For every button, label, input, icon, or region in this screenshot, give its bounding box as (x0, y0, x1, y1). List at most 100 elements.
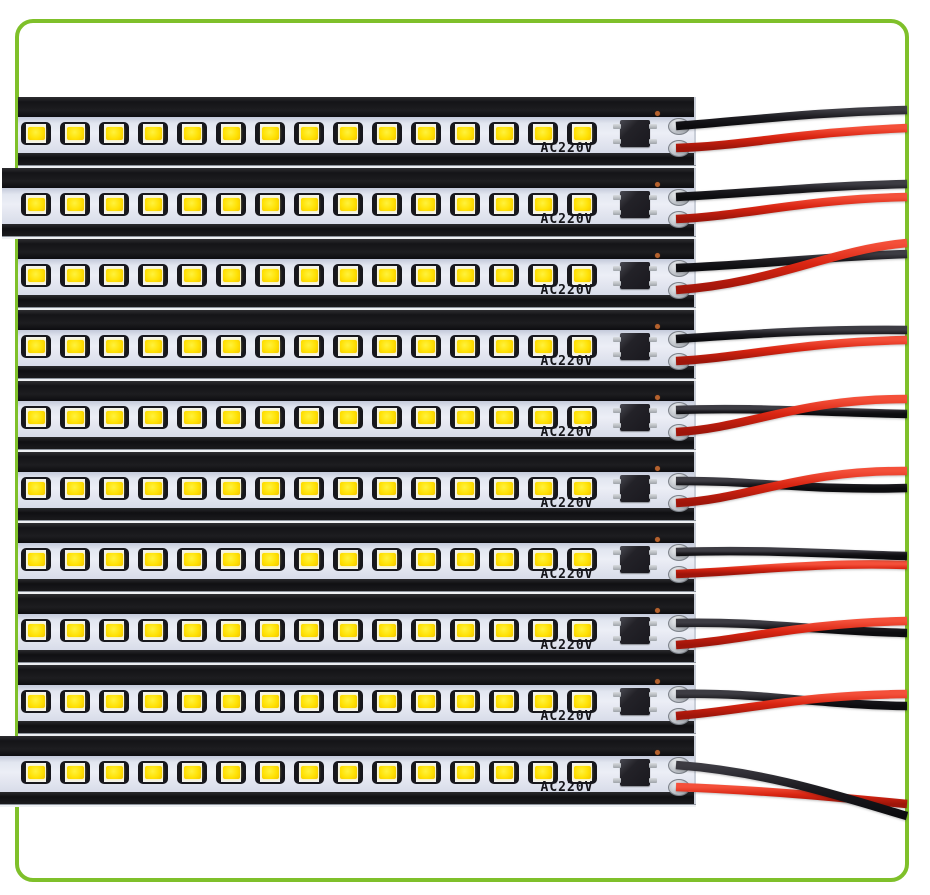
led-phosphor (495, 766, 513, 779)
led-phosphor (105, 624, 123, 637)
led-phosphor (573, 127, 591, 140)
led-phosphor (339, 198, 357, 211)
ic-lead (649, 124, 657, 129)
led-phosphor (573, 482, 591, 495)
power-wire-red (675, 192, 908, 224)
smd-led (528, 690, 558, 713)
smd-led (216, 193, 246, 216)
smd-led (333, 690, 363, 713)
smd-led (255, 122, 285, 145)
smd-led (216, 264, 246, 287)
led-phosphor (66, 411, 84, 424)
ac220v-label: AC220V (540, 496, 594, 511)
led-phosphor (222, 198, 240, 211)
smd-led (372, 406, 402, 429)
smd-led (333, 619, 363, 642)
pcb-black-band-bottom (18, 295, 696, 307)
power-wire-red (675, 782, 908, 809)
led-phosphor (495, 482, 513, 495)
ic-lead (613, 763, 621, 768)
smd-led (294, 122, 324, 145)
smd-led (216, 335, 246, 358)
power-wire-red (675, 616, 908, 650)
smd-led (450, 690, 480, 713)
led-phosphor (222, 269, 240, 282)
led-phosphor (300, 411, 318, 424)
pcb-black-band-top (18, 594, 696, 614)
smd-led (99, 193, 129, 216)
smd-led (528, 193, 558, 216)
power-wire-black (675, 179, 908, 202)
smd-led (294, 548, 324, 571)
led-phosphor (573, 411, 591, 424)
smd-led (411, 193, 441, 216)
led-phosphor (495, 340, 513, 353)
rectifier-ic (620, 475, 650, 502)
smd-led (21, 264, 51, 287)
smd-led (21, 761, 51, 784)
pcb-black-band-top (18, 523, 696, 543)
led-phosphor (183, 198, 201, 211)
led-phosphor (66, 127, 84, 140)
ic-lead (649, 195, 657, 200)
smd-led (255, 761, 285, 784)
strip-cut-edge (694, 594, 696, 662)
led-phosphor (495, 695, 513, 708)
ic-lead (613, 337, 621, 342)
led-phosphor (66, 269, 84, 282)
ic-lead (649, 763, 657, 768)
rectifier-ic (620, 404, 650, 431)
smd-led (60, 193, 90, 216)
rectifier-ic (620, 759, 650, 786)
led-phosphor (339, 269, 357, 282)
led-phosphor (300, 269, 318, 282)
smd-led (99, 477, 129, 500)
led-phosphor (183, 340, 201, 353)
led-phosphor (573, 624, 591, 637)
led-phosphor (105, 127, 123, 140)
smd-led (177, 406, 207, 429)
smd-led (21, 193, 51, 216)
ic-lead (649, 423, 657, 428)
led-phosphor (261, 553, 279, 566)
ic-lead (649, 636, 657, 641)
rectifier-ic (620, 546, 650, 573)
led-phosphor (456, 766, 474, 779)
rectifier-ic (620, 688, 650, 715)
smd-led (372, 690, 402, 713)
led-strip: AC220V (18, 239, 696, 310)
smd-led (294, 406, 324, 429)
led-phosphor (417, 340, 435, 353)
smd-led (567, 335, 597, 358)
smd-led (372, 122, 402, 145)
strip-gap-highlight (18, 307, 696, 310)
led-phosphor (105, 198, 123, 211)
led-phosphor (144, 198, 162, 211)
smd-led (99, 122, 129, 145)
led-phosphor (573, 198, 591, 211)
smd-led (294, 335, 324, 358)
power-wire-red (675, 466, 908, 508)
led-phosphor (573, 695, 591, 708)
led-phosphor (378, 695, 396, 708)
led-phosphor (339, 411, 357, 424)
led-phosphor (417, 695, 435, 708)
smd-led (138, 406, 168, 429)
smd-led (489, 619, 519, 642)
pcb-black-band-top (18, 665, 696, 685)
led-phosphor (495, 127, 513, 140)
smd-led (567, 690, 597, 713)
led-phosphor (534, 411, 552, 424)
led-phosphor (144, 411, 162, 424)
smd-led (255, 264, 285, 287)
smd-led (450, 548, 480, 571)
smd-led (411, 477, 441, 500)
ic-lead (649, 494, 657, 499)
led-phosphor (66, 482, 84, 495)
smd-led (216, 761, 246, 784)
led-phosphor (105, 269, 123, 282)
led-phosphor (495, 553, 513, 566)
smd-led (489, 335, 519, 358)
smd-led (99, 264, 129, 287)
strip-gap-highlight (0, 804, 696, 807)
